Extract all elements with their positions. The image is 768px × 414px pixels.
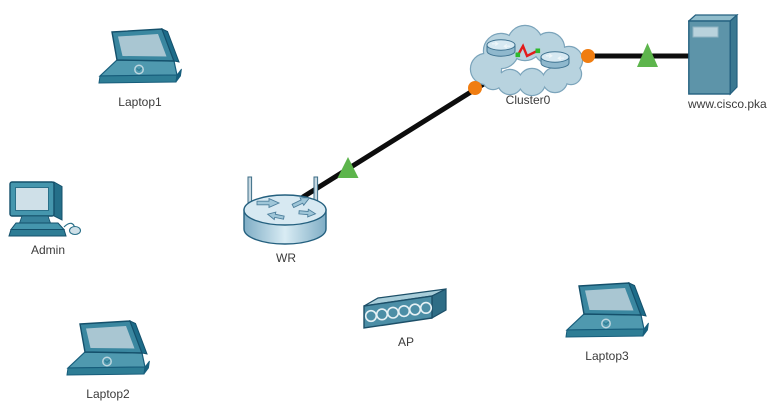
device-admin[interactable]: Admin [8,180,88,257]
wireless-router-icon [243,176,327,245]
device-label: Laptop3 [585,349,629,363]
device-label: Laptop1 [118,95,162,109]
device-label: Cluster0 [505,93,551,107]
cable-wr-cluster0[interactable] [300,77,493,200]
device-label: AP [397,335,415,349]
device-label: Laptop2 [86,387,130,401]
desktop-pc-icon [8,181,82,237]
device-server[interactable]: www.cisco.pka [688,14,767,111]
laptop-icon [98,28,182,84]
device-label: WR [276,251,296,265]
cloud-icon [466,22,590,98]
device-laptop1[interactable]: Laptop1 [98,28,182,109]
device-wr[interactable]: WR [239,172,333,265]
server-tower-icon [688,14,738,95]
device-ap[interactable]: AP [362,288,450,349]
device-laptop3[interactable]: Laptop3 [565,282,649,363]
access-point-icon [363,288,447,329]
device-laptop2[interactable]: Laptop2 [66,320,150,401]
device-label: Admin [30,243,66,257]
laptop-icon [565,282,649,338]
laptop-icon [66,320,150,376]
device-cluster0[interactable]: Cluster0 [466,22,590,107]
device-label: www.cisco.pka [687,97,767,111]
